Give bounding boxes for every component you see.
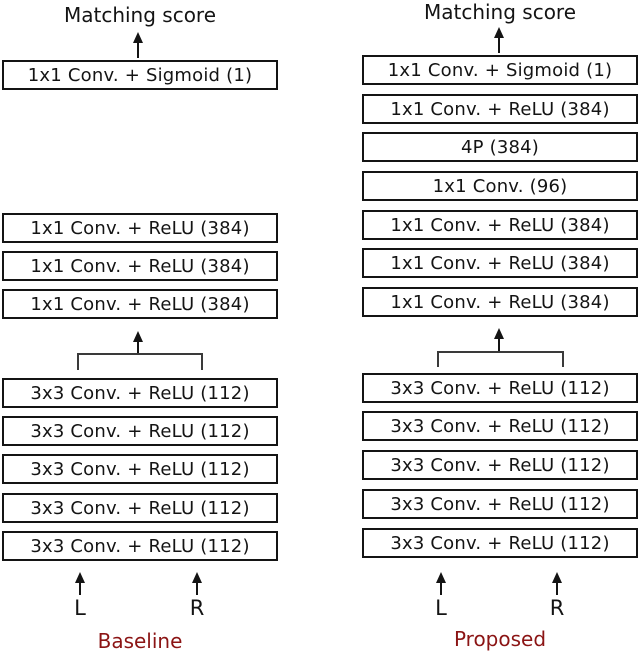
layer-box-proposed-2: 4P (384): [362, 132, 638, 162]
layer-box-proposed-5: 1x1 Conv. + ReLU (384): [362, 248, 638, 278]
arrow-head: [494, 328, 504, 339]
baseline-output-title: Matching score: [63, 3, 217, 27]
arrow-shaft: [440, 580, 442, 595]
layer-box-proposed-3: 1x1 Conv. (96): [362, 171, 638, 201]
layer-box-proposed-10: 3x3 Conv. + ReLU (112): [362, 489, 638, 519]
arrow-head: [133, 331, 143, 342]
proposed-output-title: Matching score: [423, 0, 577, 24]
input-label-left: L: [435, 596, 447, 620]
up-arrow-icon: [133, 32, 143, 58]
layer-box-baseline-2: 1x1 Conv. + ReLU (384): [2, 251, 278, 281]
input-label-left: L: [74, 596, 86, 620]
layer-box-proposed-4: 1x1 Conv. + ReLU (384): [362, 210, 638, 240]
layer-box-proposed-11: 3x3 Conv. + ReLU (112): [362, 528, 638, 558]
arrow-shaft: [137, 339, 139, 354]
layer-box-proposed-1: 1x1 Conv. + ReLU (384): [362, 94, 638, 124]
layer-box-proposed-6: 1x1 Conv. + ReLU (384): [362, 287, 638, 317]
up-arrow-icon: [494, 328, 504, 351]
layer-box-proposed-8: 3x3 Conv. + ReLU (112): [362, 411, 638, 441]
up-arrow-icon: [75, 572, 85, 595]
arrow-head: [436, 572, 446, 583]
layer-box-baseline-8: 3x3 Conv. + ReLU (112): [2, 531, 278, 561]
arrow-shaft: [137, 40, 139, 58]
layer-box-baseline-0: 1x1 Conv. + Sigmoid (1): [2, 60, 278, 90]
up-arrow-icon: [133, 331, 143, 354]
layer-box-proposed-7: 3x3 Conv. + ReLU (112): [362, 373, 638, 403]
arrow-head: [494, 27, 504, 38]
baseline-caption: Baseline: [97, 629, 183, 653]
arrow-head: [552, 572, 562, 583]
layer-box-baseline-7: 3x3 Conv. + ReLU (112): [2, 493, 278, 523]
arrow-head: [75, 572, 85, 583]
up-arrow-icon: [436, 572, 446, 595]
layer-box-baseline-1: 1x1 Conv. + ReLU (384): [2, 213, 278, 243]
arrow-shaft: [556, 580, 558, 595]
arrow-head: [192, 572, 202, 583]
up-arrow-icon: [494, 27, 504, 53]
layer-box-proposed-0: 1x1 Conv. + Sigmoid (1): [362, 55, 638, 85]
layer-box-baseline-3: 1x1 Conv. + ReLU (384): [2, 289, 278, 319]
merge-bracket: [437, 351, 564, 367]
layer-box-baseline-4: 3x3 Conv. + ReLU (112): [2, 378, 278, 408]
merge-bracket: [77, 353, 203, 370]
up-arrow-icon: [552, 572, 562, 595]
arrow-shaft: [498, 35, 500, 53]
proposed-caption: Proposed: [453, 627, 547, 651]
arrow-shaft: [196, 580, 198, 595]
arrow-shaft: [79, 580, 81, 595]
layer-box-proposed-9: 3x3 Conv. + ReLU (112): [362, 450, 638, 480]
layer-box-baseline-5: 3x3 Conv. + ReLU (112): [2, 416, 278, 446]
up-arrow-icon: [192, 572, 202, 595]
layer-box-baseline-6: 3x3 Conv. + ReLU (112): [2, 454, 278, 484]
input-label-right: R: [549, 596, 565, 620]
arrow-head: [133, 32, 143, 43]
arrow-shaft: [498, 336, 500, 351]
input-label-right: R: [189, 596, 205, 620]
